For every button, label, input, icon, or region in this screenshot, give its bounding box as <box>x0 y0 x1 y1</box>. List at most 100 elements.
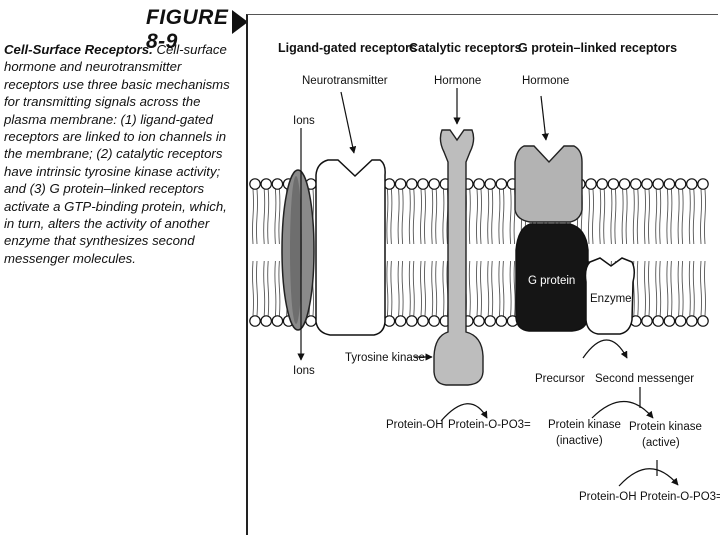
lipid-head <box>674 178 687 190</box>
figure-label: FIGURE 8-9 <box>146 6 229 53</box>
lipid-tail <box>591 189 595 245</box>
lipid-tail <box>435 189 438 245</box>
lipid-head <box>484 315 496 327</box>
lipid-head <box>249 178 261 190</box>
lipid-tail <box>692 260 695 316</box>
lipid-head <box>249 315 261 327</box>
label-enzyme: Enzyme <box>590 293 632 305</box>
lipid-tail <box>632 189 635 245</box>
lipid-tail <box>655 189 658 245</box>
lipid-head <box>405 315 418 327</box>
lipid-head <box>260 178 272 190</box>
lipid-head <box>271 178 284 190</box>
lipid-tail <box>643 260 647 316</box>
lipid-tail <box>621 189 624 245</box>
header-ligand-gated: Ligand-gated receptors <box>278 41 417 55</box>
lipid-tail <box>614 189 617 245</box>
lipid-tail <box>487 260 490 316</box>
label-hormone-gprotein: Hormone <box>522 75 569 87</box>
lipid-tail <box>397 260 400 316</box>
lipid-head <box>641 178 653 190</box>
lipid-tail <box>688 189 691 245</box>
lipid-head <box>260 315 272 327</box>
lipid-tail <box>610 189 613 245</box>
lipid-tail <box>659 189 662 245</box>
lipid-tail <box>677 260 680 316</box>
lipid-tail <box>408 260 411 316</box>
lipid-head <box>697 315 709 327</box>
label-neurotransmitter: Neurotransmitter <box>302 75 388 87</box>
lipid-tail <box>255 189 259 245</box>
label-ions-bottom: Ions <box>293 365 315 377</box>
lipid-tail <box>278 189 281 245</box>
lipid-head <box>428 178 440 190</box>
lipid-tail <box>412 260 415 316</box>
lipid-tail <box>475 260 479 316</box>
lipid-tail <box>502 189 505 245</box>
lipid-tail <box>681 189 684 245</box>
label-precursor: Precursor <box>535 373 585 385</box>
lipid-head <box>473 315 485 327</box>
lipid-head <box>674 315 687 327</box>
label-protein-opo3-1: Protein-O-PO3= <box>448 419 531 431</box>
g-protein-shape <box>515 223 589 332</box>
lipid-tail <box>419 260 423 316</box>
lipid-tail <box>703 189 707 245</box>
lipid-head <box>652 315 664 327</box>
lipid-head <box>495 315 508 327</box>
lipid-tail <box>491 189 494 245</box>
lipid-tail <box>468 260 471 316</box>
lipid-head <box>417 178 429 190</box>
lipid-tail <box>412 189 415 245</box>
lipid-head <box>383 178 396 190</box>
lipid-head <box>417 315 429 327</box>
enzyme-shape <box>584 257 636 335</box>
label-pk-inactive-2: (inactive) <box>556 435 603 447</box>
lipid-tail <box>655 260 658 316</box>
lipid-tail <box>599 189 602 245</box>
lipid-tail <box>423 260 427 316</box>
label-protein-oh-2: Protein-OH <box>579 491 637 503</box>
lipid-tail <box>278 260 281 316</box>
lipid-tail <box>487 189 490 245</box>
lipid-tail <box>647 260 651 316</box>
caption-title: Cell-Surface Receptors. <box>4 42 153 57</box>
lipid-tail <box>587 189 591 245</box>
lipid-tail <box>513 260 516 316</box>
diagram-frame <box>246 14 718 535</box>
lipid-tail <box>647 189 651 245</box>
lipid-tail <box>603 189 606 245</box>
lipid-tail <box>435 260 438 316</box>
lipid-tail <box>502 260 505 316</box>
phosphorylation-arrow-1 <box>440 403 488 422</box>
lipid-head <box>596 178 608 190</box>
lipid-tail <box>681 260 684 316</box>
lipid-tail <box>390 260 393 316</box>
lipid-tail <box>636 260 639 316</box>
lipid-tail <box>636 189 639 245</box>
figure-arrow-icon <box>232 10 248 34</box>
lipid-tail <box>491 260 494 316</box>
lipid-tail <box>274 260 277 316</box>
lipid-head <box>383 315 396 327</box>
lipid-head <box>394 178 407 190</box>
lipid-head <box>641 315 653 327</box>
header-catalytic: Catalytic receptors <box>409 41 522 55</box>
ligand-gated-receptor <box>315 159 386 336</box>
lipid-head <box>663 315 676 327</box>
lipid-tail <box>703 260 707 316</box>
lipid-tail <box>390 189 393 245</box>
lipid-tail <box>699 189 703 245</box>
lipid-tail <box>498 260 501 316</box>
lipid-tail <box>401 260 404 316</box>
lipid-tail <box>267 189 270 245</box>
label-g-protein: G protein <box>528 275 575 287</box>
lipid-tail <box>267 260 270 316</box>
caption-text: Cell-Surface Receptors. Cell-surface hor… <box>4 41 240 267</box>
lipid-tail <box>666 189 669 245</box>
ion-channel <box>281 169 315 331</box>
lipid-tail <box>251 260 255 316</box>
lipid-head <box>495 178 508 190</box>
label-pk-active-2: (active) <box>642 437 680 449</box>
lipid-tail <box>688 260 691 316</box>
